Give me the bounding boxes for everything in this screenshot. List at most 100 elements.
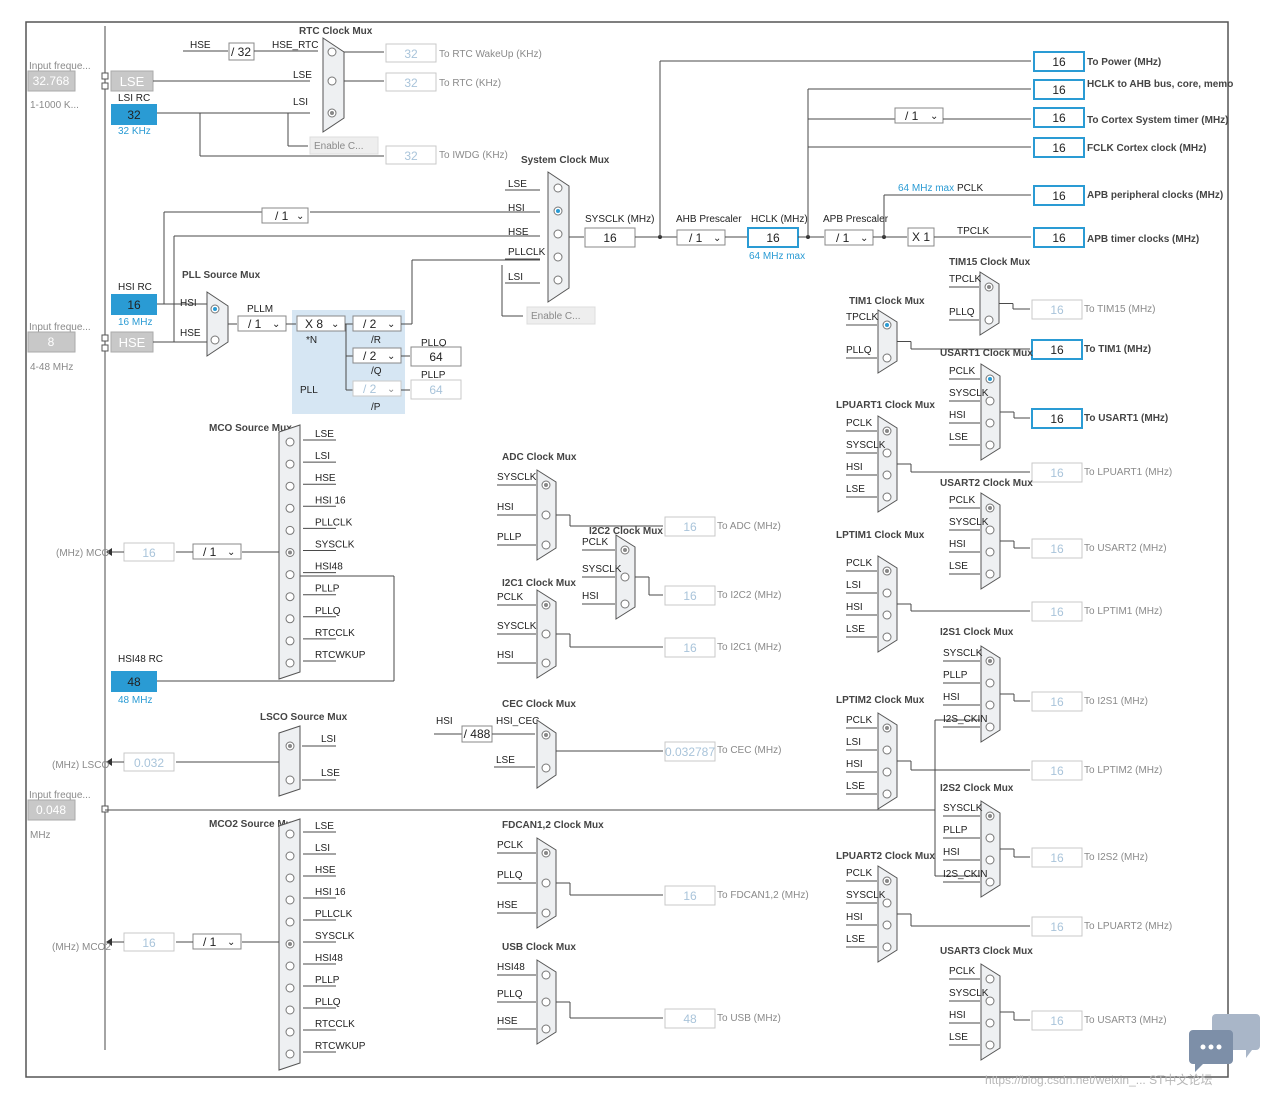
i2s1-radio-2[interactable]	[985, 700, 995, 710]
iwdg-value-box[interactable]	[385, 145, 437, 165]
i2s2-radio-2[interactable]	[985, 855, 995, 865]
lsi-oscillator[interactable]	[111, 104, 157, 125]
adc-radio-1[interactable]	[541, 510, 551, 520]
mco-radio-6[interactable]	[285, 570, 295, 580]
hsi-oscillator[interactable]	[111, 294, 157, 315]
fdcan-radio-1[interactable]	[541, 878, 551, 888]
usart3-radio-2[interactable]	[985, 1018, 995, 1028]
ext-freq-field[interactable]	[27, 799, 76, 821]
mco2-radio-1[interactable]	[285, 851, 295, 861]
mco-radio-3[interactable]	[285, 503, 295, 513]
i2c2-value-box[interactable]	[664, 585, 716, 606]
lpuart2-value-box[interactable]	[1031, 916, 1083, 937]
mco-radio-4[interactable]	[285, 525, 295, 535]
mco-radio-10[interactable]	[285, 658, 295, 668]
usb-radio-2[interactable]	[541, 1024, 551, 1034]
rtc-enable-button[interactable]	[309, 136, 379, 155]
i2c1-value-box[interactable]	[664, 637, 716, 658]
lsco-radio-lse[interactable]	[285, 775, 295, 785]
rtc-radio-hse[interactable]	[327, 47, 337, 57]
sys-radio-lse[interactable]	[553, 183, 563, 193]
mco2-radio-8[interactable]	[285, 1005, 295, 1015]
sys-radio-lsi[interactable]	[553, 275, 563, 285]
sys-radio-pllclk[interactable]	[553, 252, 563, 262]
i2s1-value-box[interactable]	[1031, 691, 1083, 712]
mco2-radio-7[interactable]	[285, 983, 295, 993]
mco2-radio-6[interactable]	[285, 961, 295, 971]
lpuart2-radio-2[interactable]	[882, 920, 892, 930]
i2c1-radio-1[interactable]	[541, 629, 551, 639]
i2c2-radio-1[interactable]	[620, 572, 630, 582]
sys-radio-hse[interactable]	[553, 229, 563, 239]
usart3-radio-3[interactable]	[985, 1040, 995, 1050]
sys-enable-button[interactable]	[526, 306, 596, 325]
usb-value-box[interactable]	[664, 1008, 716, 1029]
lpuart1-radio-2[interactable]	[882, 470, 892, 480]
pll-radio-hse[interactable]	[210, 335, 220, 345]
cec-radio-lse[interactable]	[541, 763, 551, 773]
i2c2-radio-2[interactable]	[620, 599, 630, 609]
usart2-radio-1[interactable]	[985, 525, 995, 535]
lpuart1-radio-1[interactable]	[882, 448, 892, 458]
lptim1-radio-2[interactable]	[882, 610, 892, 620]
lptim2-radio-3[interactable]	[882, 789, 892, 799]
mco-radio-7[interactable]	[285, 592, 295, 602]
lptim1-value-box[interactable]	[1031, 601, 1083, 622]
hclk-ahb-value-box[interactable]	[1033, 79, 1085, 100]
apb-periph-value-box[interactable]	[1033, 185, 1085, 206]
adc-value-box[interactable]	[664, 516, 716, 537]
hsi48-oscillator[interactable]	[111, 671, 157, 692]
i2s2-value-box[interactable]	[1031, 847, 1083, 868]
usb-radio-1[interactable]	[541, 997, 551, 1007]
adc-radio-2[interactable]	[541, 540, 551, 550]
pllq-value-box[interactable]	[410, 346, 462, 367]
lpuart1-radio-3[interactable]	[882, 492, 892, 502]
lpuart1-value-box[interactable]	[1031, 462, 1083, 483]
cortex-timer-value-box[interactable]	[1033, 107, 1085, 128]
i2s1-radio-3[interactable]	[985, 722, 995, 732]
pllp-select[interactable]	[352, 380, 402, 397]
cortex-div-select[interactable]	[894, 107, 944, 124]
tim15-value-box[interactable]	[1031, 299, 1083, 320]
usart1-radio-3[interactable]	[985, 440, 995, 450]
fdcan-radio-2[interactable]	[541, 908, 551, 918]
usart3-radio-0[interactable]	[985, 974, 995, 984]
pllp-value-box[interactable]	[410, 379, 462, 400]
fdcan-value-box[interactable]	[664, 885, 716, 906]
i2s1-radio-1[interactable]	[985, 678, 995, 688]
lptim2-radio-2[interactable]	[882, 767, 892, 777]
mco2-radio-4[interactable]	[285, 917, 295, 927]
mco2-radio-0[interactable]	[285, 829, 295, 839]
mco2-radio-10[interactable]	[285, 1049, 295, 1059]
mco2-radio-3[interactable]	[285, 895, 295, 905]
i2s2-radio-1[interactable]	[985, 833, 995, 843]
usart2-radio-2[interactable]	[985, 547, 995, 557]
fclk-value-box[interactable]	[1033, 137, 1085, 158]
lptim2-value-box[interactable]	[1031, 760, 1083, 781]
lptim1-radio-1[interactable]	[882, 588, 892, 598]
i2c1-radio-2[interactable]	[541, 658, 551, 668]
power-value-box[interactable]	[1033, 51, 1085, 72]
usart1-radio-1[interactable]	[985, 396, 995, 406]
lptim1-radio-3[interactable]	[882, 632, 892, 642]
hsi-div-select[interactable]	[261, 207, 309, 224]
mco-radio-2[interactable]	[285, 481, 295, 491]
rtc-wakeup-value-box[interactable]	[385, 43, 437, 63]
hse-freq-field[interactable]	[27, 331, 76, 353]
mco-radio-8[interactable]	[285, 614, 295, 624]
tim1-value-box[interactable]	[1031, 339, 1083, 360]
usart1-radio-2[interactable]	[985, 418, 995, 428]
cec-value-box[interactable]	[664, 741, 716, 762]
usart3-value-box[interactable]	[1031, 1010, 1083, 1031]
mco-radio-9[interactable]	[285, 636, 295, 646]
mco2-radio-2[interactable]	[285, 873, 295, 883]
lpuart2-radio-3[interactable]	[882, 942, 892, 952]
tim1-radio-1[interactable]	[882, 353, 892, 363]
apb-timer-value-box[interactable]	[1033, 227, 1085, 248]
lptim2-radio-1[interactable]	[882, 745, 892, 755]
lse-freq-field[interactable]	[27, 70, 76, 92]
usart2-radio-3[interactable]	[985, 569, 995, 579]
mco2-radio-9[interactable]	[285, 1027, 295, 1037]
tim15-radio-1[interactable]	[984, 315, 994, 325]
rtc-value-box[interactable]	[385, 72, 437, 92]
